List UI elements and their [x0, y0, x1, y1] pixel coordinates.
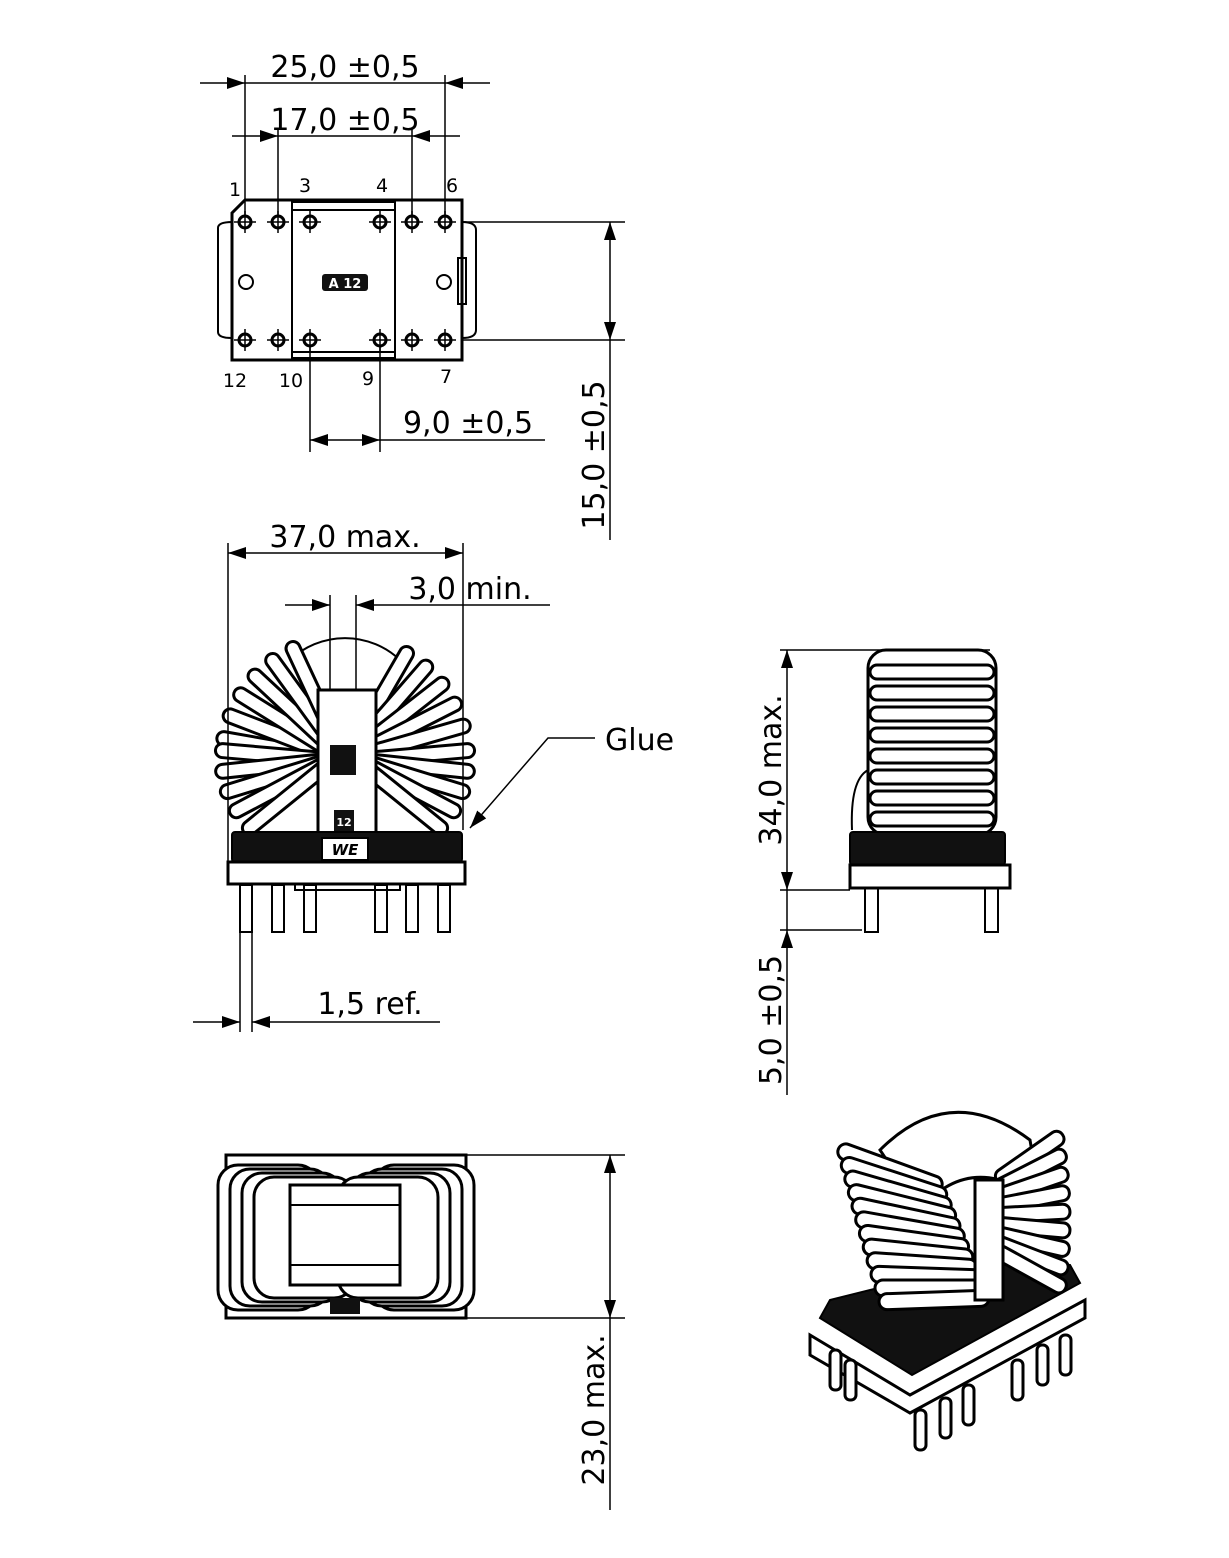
iso-pin — [843, 1358, 858, 1402]
pin — [271, 884, 285, 933]
pin-label-12: 12 — [223, 370, 247, 392]
side-pin-left — [864, 887, 879, 933]
base-plate — [226, 860, 467, 886]
winding-bulge-right — [461, 221, 477, 339]
pin-label-6: 6 — [446, 175, 458, 197]
pins — [239, 884, 451, 933]
top-center-cover — [291, 201, 396, 359]
side-winding-turn — [868, 663, 996, 681]
dim-23-label: 23,0 max. — [577, 1334, 612, 1485]
dim-9-label: 9,0 ±0,5 — [403, 406, 533, 441]
pin — [303, 884, 317, 933]
pin-label-7: 7 — [440, 366, 452, 388]
we-logo-vertical — [330, 745, 356, 775]
mount-hole-right — [436, 274, 452, 290]
pin-label-3: 3 — [299, 175, 311, 197]
glue-label: Glue — [605, 723, 674, 758]
toroid-core-top — [289, 637, 401, 661]
dim-37-label: 37,0 max. — [269, 520, 420, 555]
winding-bulge-left — [217, 220, 233, 340]
pin-holes — [234, 211, 456, 351]
bottom-logo — [330, 1298, 360, 1314]
side-winding-turn — [868, 789, 996, 807]
pin-label-4: 4 — [376, 175, 388, 197]
side-winding-turn — [868, 726, 996, 744]
side-base-band — [849, 831, 1006, 866]
iso-base-plate — [808, 1297, 1087, 1415]
pin-crosshair — [369, 211, 391, 233]
iso-pin — [1010, 1358, 1025, 1402]
pin — [437, 884, 451, 933]
side-pin-right — [984, 887, 999, 933]
marking-12 — [334, 810, 354, 832]
bottom-view: 23,0 max. — [216, 1153, 625, 1510]
marking-label — [322, 274, 368, 291]
pin-label-9: 9 — [362, 368, 374, 390]
iso-pin — [913, 1408, 928, 1452]
side-winding-turn — [868, 684, 996, 702]
we-logo-text: WE — [332, 841, 360, 859]
side-view: 34,0 max. 5,0 ±0,5 — [754, 648, 1012, 1095]
side-winding-turn — [868, 768, 996, 786]
pin — [374, 884, 388, 933]
iso-winding-turn — [877, 1288, 991, 1312]
pin — [239, 884, 253, 933]
pin — [405, 884, 419, 933]
side-base-plate — [848, 863, 1012, 890]
iso-pin — [938, 1396, 953, 1440]
dim-5-label: 5,0 ±0,5 — [754, 955, 789, 1085]
pin-crosshair — [299, 211, 321, 233]
dim-1-5-label: 1,5 ref. — [317, 987, 422, 1022]
bottom-center — [288, 1183, 402, 1287]
side-windings — [850, 648, 998, 837]
iso-windings — [836, 1110, 1072, 1312]
iso-pin — [1035, 1343, 1050, 1387]
we-logo — [321, 837, 369, 861]
pin-crosshair — [434, 329, 456, 351]
dim-15-label: 15,0 ±0,5 — [577, 380, 612, 529]
side-winding-turn — [868, 705, 996, 723]
isometric-view — [808, 1110, 1087, 1452]
pin-label-10: 10 — [279, 370, 303, 392]
iso-separator — [973, 1178, 1005, 1302]
side-winding-turn — [868, 747, 996, 765]
iso-pin — [1058, 1333, 1073, 1377]
side-winding-turn — [868, 810, 996, 828]
mount-hole-left — [238, 274, 254, 290]
iso-pins — [828, 1333, 1073, 1452]
marking-12-text: 12 — [336, 816, 351, 829]
marking-text: A 12 — [329, 277, 362, 292]
pin-crosshair — [267, 329, 289, 351]
top-view: A 12 1 3 4 6 12 10 9 7 25,0 ±0,5 17,0 ±0… — [200, 50, 625, 540]
dim-34-label: 34,0 max. — [754, 694, 789, 845]
iso-pin — [961, 1383, 976, 1427]
dim-3-label: 3,0 min. — [408, 572, 531, 607]
dim-17-label: 17,0 ±0,5 — [270, 103, 419, 138]
pin-label-1: 1 — [229, 179, 241, 201]
front-view: 12 WE 37,0 max. 3,0 min. Glue 1,5 ref. — [193, 520, 674, 1032]
glue-leader — [469, 737, 595, 829]
iso-pin — [828, 1348, 843, 1392]
pin-crosshair — [234, 329, 256, 351]
dim-25-label: 25,0 ±0,5 — [270, 50, 419, 85]
pin-crosshair — [401, 329, 423, 351]
side-lead — [850, 769, 869, 831]
